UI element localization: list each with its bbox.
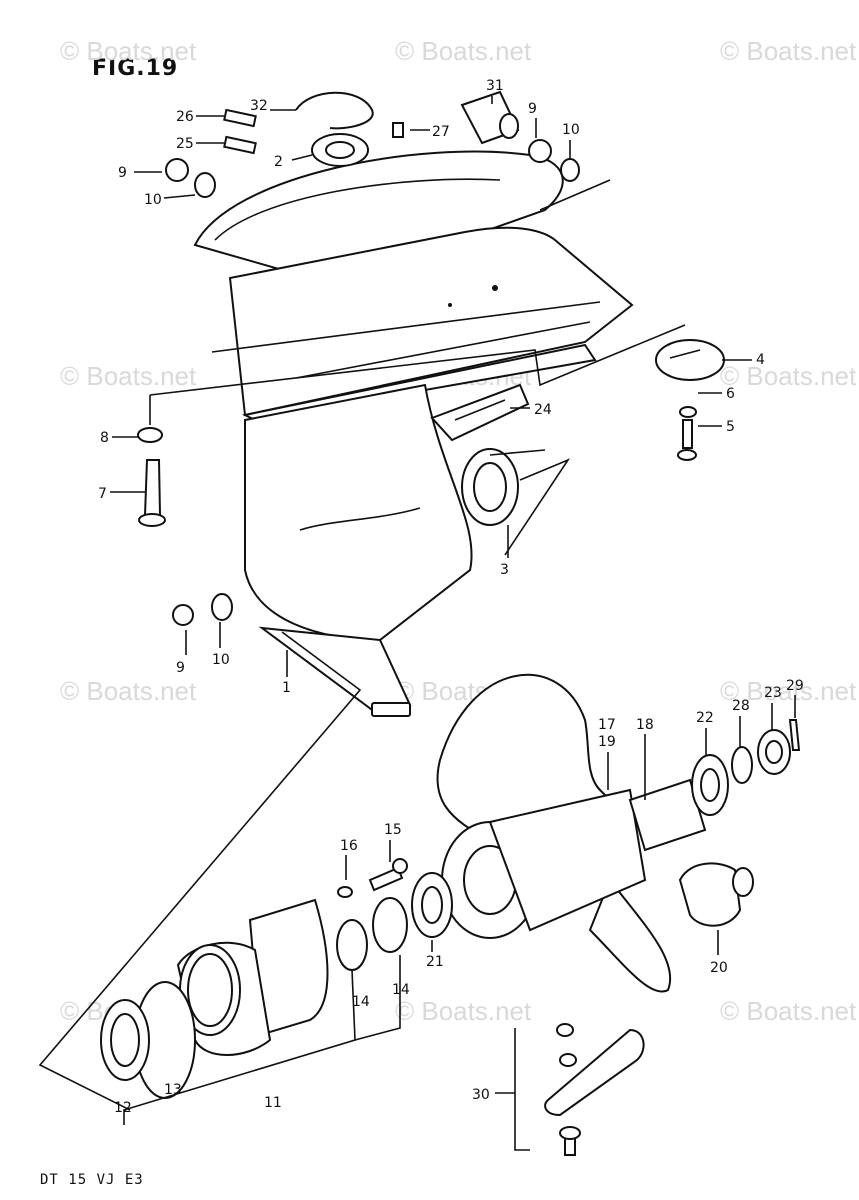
callout-10: 10 [212, 652, 230, 668]
callout-22: 22 [696, 710, 714, 726]
callout-30: 30 [472, 1087, 490, 1103]
side-parts [430, 339, 725, 526]
label-leaders [110, 96, 796, 1094]
callout-9: 9 [118, 165, 127, 181]
callout-3: 3 [500, 562, 509, 578]
callout-25: 25 [176, 136, 194, 152]
watermark-text: © Boats.net [395, 36, 532, 66]
callout-19: 19 [598, 734, 616, 750]
callout-9: 9 [528, 101, 537, 117]
callout-11: 11 [264, 1095, 282, 1111]
prop-bushing [678, 862, 754, 927]
callout-31: 31 [486, 78, 504, 94]
callout-28: 28 [732, 698, 750, 714]
model-code-footer: DT 15 VJ E3 [40, 1172, 144, 1188]
callout-18: 18 [636, 717, 654, 733]
watermarks: © Boats.net © Boats.net © Boats.net © Bo… [60, 36, 857, 1026]
callout-27: 27 [432, 124, 450, 140]
figure-title: FIG.19 [92, 56, 179, 81]
callout-21: 21 [426, 954, 444, 970]
callout-5: 5 [726, 419, 735, 435]
watermark-text: © Boats.net [720, 361, 857, 391]
callout-13: 13 [164, 1082, 182, 1098]
callout-26: 26 [176, 109, 194, 125]
callout-2: 2 [274, 154, 283, 170]
callout-12: 12 [114, 1100, 132, 1116]
callout-labels: 1 2 3 4 5 6 7 8 9 9 9 10 10 10 11 12 13 … [98, 78, 804, 1116]
leader-lines [38, 179, 686, 1151]
callout-14: 14 [352, 994, 370, 1010]
fasteners [137, 139, 697, 626]
callout-15: 15 [384, 822, 402, 838]
upper-parts [223, 90, 520, 167]
gearcase-housing [193, 150, 634, 717]
watermark-text: © Boats.net [720, 996, 857, 1026]
callout-8: 8 [100, 430, 109, 446]
prop-hardware [628, 719, 801, 852]
callout-7: 7 [98, 486, 107, 502]
callout-29: 29 [786, 678, 804, 694]
watermark-text: © Boats.net [60, 36, 197, 66]
callout-14: 14 [392, 982, 410, 998]
callout-4: 4 [756, 352, 765, 368]
watermark-text: © Boats.net [395, 996, 532, 1026]
watermark-text: © Boats.net [60, 676, 197, 706]
propeller [436, 673, 671, 993]
callout-6: 6 [726, 386, 735, 402]
callout-23: 23 [764, 685, 782, 701]
callout-32: 32 [250, 98, 268, 114]
callout-16: 16 [340, 838, 358, 854]
callout-17: 17 [598, 717, 616, 733]
watermark-text: © Boats.net [720, 36, 857, 66]
shaft-housing-assembly [100, 858, 453, 1099]
callout-9: 9 [176, 660, 185, 676]
callout-20: 20 [710, 960, 728, 976]
shift-lever [544, 1023, 645, 1156]
callout-24: 24 [534, 402, 552, 418]
watermark-text: © Boats.net [60, 361, 197, 391]
callout-10: 10 [562, 122, 580, 138]
watermark-text: © Boats.net [720, 676, 857, 706]
callout-1: 1 [282, 680, 291, 696]
callout-10: 10 [144, 192, 162, 208]
